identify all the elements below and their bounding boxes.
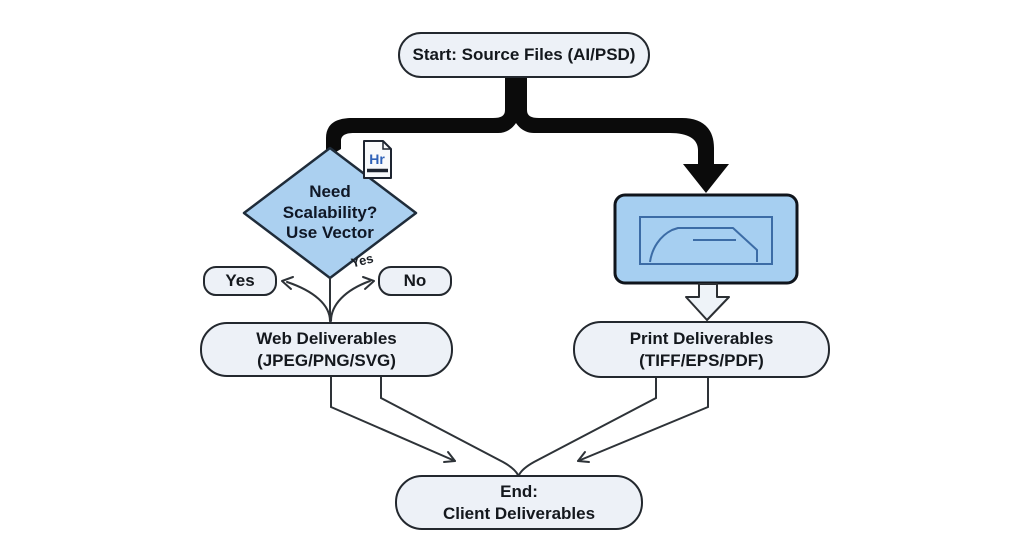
end-line-2: Client Deliverables (442, 503, 596, 523)
preview-inner-frame (639, 216, 773, 265)
node-yes-label: Yes (225, 271, 255, 291)
node-end: End: Client Deliverables (395, 475, 643, 530)
file-icon: Hr (363, 140, 392, 179)
decision-line-1: Need (309, 181, 351, 201)
node-print-deliverables: Print Deliverables (TIFF/EPS/PDF) (573, 321, 830, 378)
decision-line-3: Use Vector (286, 223, 374, 243)
web-line-1: Web Deliverables (256, 329, 397, 349)
node-no-label: No (403, 271, 427, 291)
image-preview-box (613, 193, 799, 285)
print-line-1: Print Deliverables (629, 329, 774, 349)
node-start: Start: Source Files (AI/PSD) (398, 32, 650, 78)
print-line-2: (TIFF/EPS/PDF) (639, 350, 764, 370)
end-line-1: End: (500, 482, 538, 502)
node-no: No (378, 266, 452, 296)
hollow-arrow-down (685, 283, 730, 321)
node-web-deliverables: Web Deliverables (JPEG/PNG/SVG) (200, 322, 453, 377)
node-decision-label: Need Scalability? Use Vector (245, 178, 415, 248)
node-yes: Yes (203, 266, 277, 296)
thin-connectors (286, 277, 709, 476)
file-badge-text: Hr (369, 151, 385, 167)
node-start-label: Start: Source Files (AI/PSD) (412, 45, 636, 65)
decision-line-2: Scalability? (282, 202, 378, 222)
web-line-2: (JPEG/PNG/SVG) (257, 350, 396, 370)
arrowheads (281, 276, 590, 463)
preview-doodle (649, 227, 758, 263)
